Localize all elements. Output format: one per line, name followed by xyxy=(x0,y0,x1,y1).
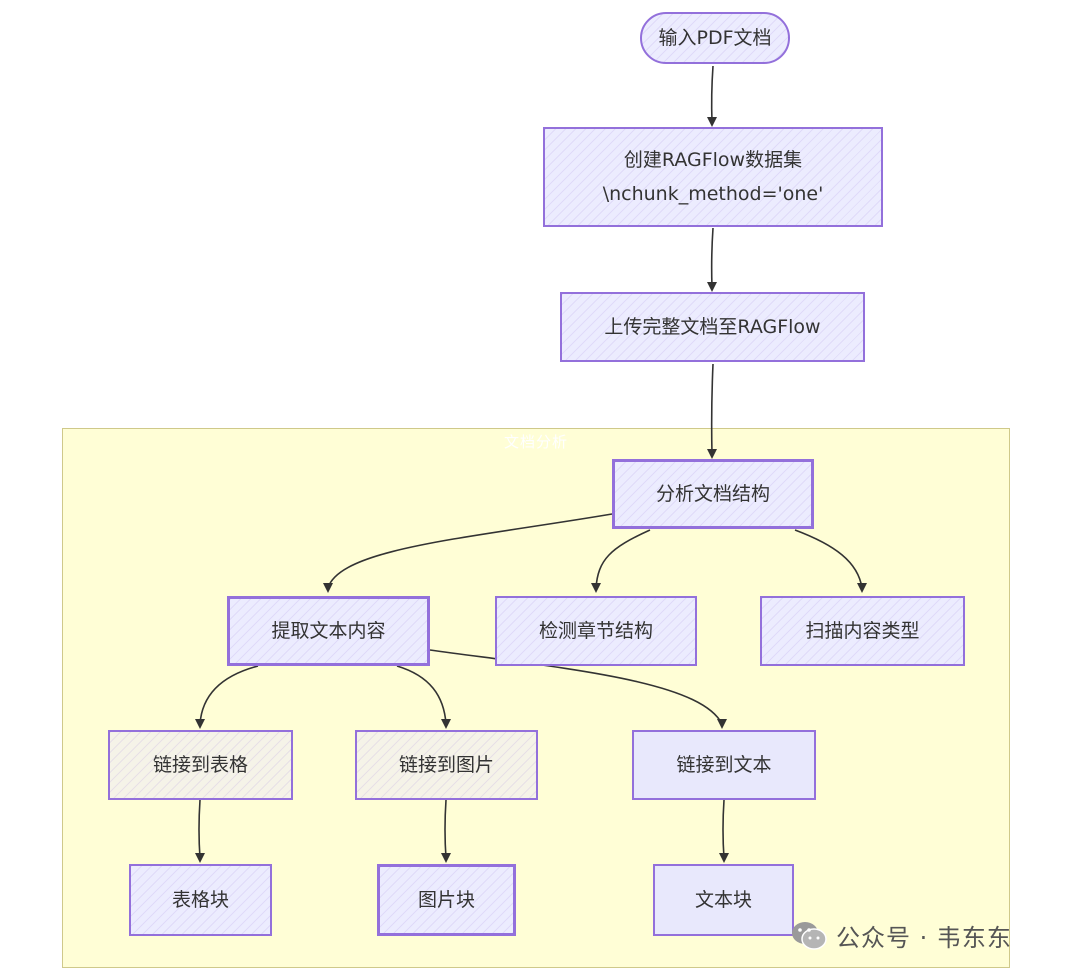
node-label: 分析文档结构 xyxy=(655,483,770,505)
node-link-text: 链接到文本 xyxy=(632,730,816,800)
node-text-block: 文本块 xyxy=(653,864,794,936)
node-analyze-structure: 分析文档结构 xyxy=(612,459,814,529)
node-extract-text: 提取文本内容 xyxy=(227,596,430,666)
arrowhead xyxy=(707,117,717,127)
node-image-block: 图片块 xyxy=(377,864,516,936)
node-label: 检测章节结构 xyxy=(538,620,653,642)
node-label: 表格块 xyxy=(171,889,229,911)
wechat-icon xyxy=(792,921,827,950)
node-create-dataset: 创建RAGFlow数据集 \nchunk_method='one' xyxy=(543,127,883,227)
node-label: 图片块 xyxy=(417,889,475,911)
node-label: 链接到表格 xyxy=(152,754,248,776)
subgraph-title: 文档分析 xyxy=(503,433,568,451)
node-table-block: 表格块 xyxy=(129,864,272,936)
watermark: 公众号 · 韦东东 xyxy=(790,918,1012,953)
node-label: 链接到文本 xyxy=(676,754,772,776)
watermark-text: 公众号 · 韦东东 xyxy=(836,924,1012,952)
node-detect-sections: 检测章节结构 xyxy=(495,596,697,666)
edge-input-create xyxy=(710,65,714,123)
node-link-table: 链接到表格 xyxy=(108,730,293,800)
node-label: 扫描内容类型 xyxy=(805,620,920,642)
node-label-line-2: \nchunk_method='one' xyxy=(602,183,824,205)
node-label: 输入PDF文档 xyxy=(658,27,772,49)
node-label: 文本块 xyxy=(694,889,752,911)
node-label-line-1: 创建RAGFlow数据集 xyxy=(623,149,803,171)
node-input-pdf: 输入PDF文档 xyxy=(640,12,790,64)
node-scan-content-types: 扫描内容类型 xyxy=(760,596,965,666)
edge-create-upload xyxy=(710,227,714,288)
arrowhead xyxy=(707,282,717,292)
node-link-image: 链接到图片 xyxy=(355,730,538,800)
node-upload-document: 上传完整文档至RAGFlow xyxy=(560,292,865,362)
node-label: 链接到图片 xyxy=(398,754,494,776)
node-label: 上传完整文档至RAGFlow xyxy=(604,316,821,338)
node-label: 提取文本内容 xyxy=(271,620,386,642)
